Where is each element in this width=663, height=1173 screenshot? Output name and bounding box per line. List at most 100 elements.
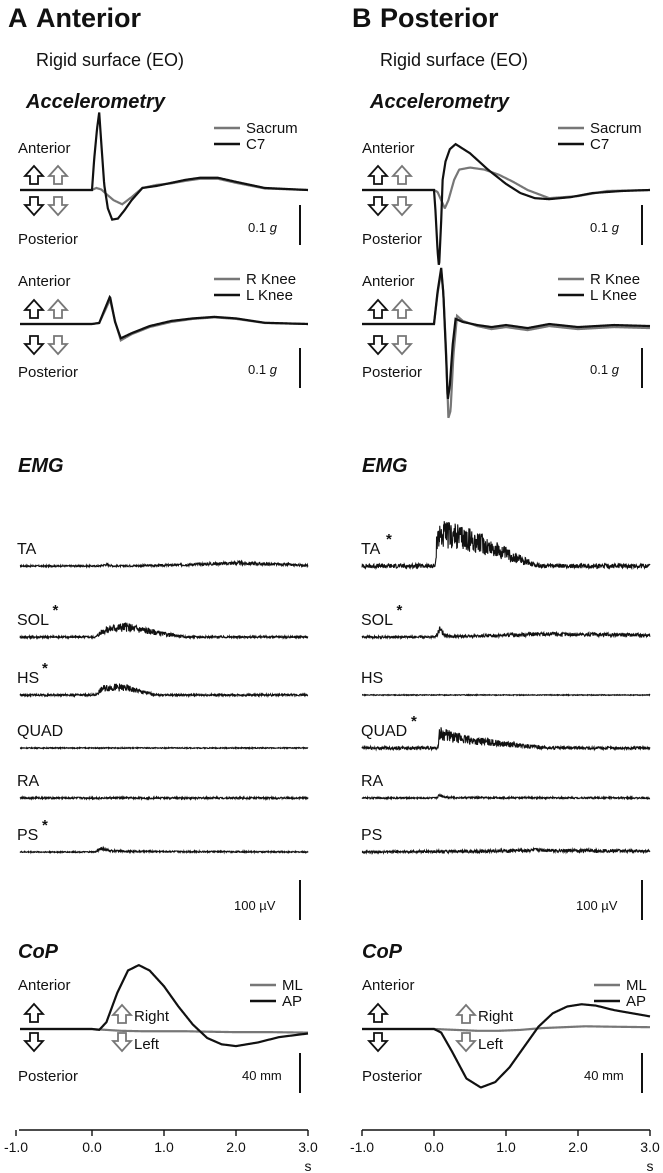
arrow-down-icon — [24, 196, 44, 216]
panel-subtitle: Rigid surface (EO) — [36, 50, 184, 70]
accelerometry-title: Accelerometry — [369, 91, 510, 113]
arrow-down-icon — [368, 196, 388, 216]
direction-up-label: Anterior — [362, 977, 415, 994]
arrow-up-icon — [392, 299, 412, 319]
emg-trace-ta — [361, 521, 651, 571]
trunk-trace-c7 — [20, 112, 309, 221]
time-tick-label: 3.0 — [640, 1139, 660, 1155]
direction-down-label: Posterior — [362, 1068, 422, 1085]
direction-up-label: Anterior — [362, 140, 415, 157]
arrow-up-icon — [456, 1004, 476, 1024]
arrow-up-icon — [24, 165, 44, 185]
direction-down-label: Posterior — [18, 364, 78, 381]
left-label: Left — [134, 1036, 160, 1053]
muscle-label-hs: HS — [17, 670, 39, 687]
muscle-label-quad: QUAD — [17, 723, 63, 740]
arrow-down-icon — [368, 1032, 388, 1052]
accel-scale-label: 0.1 g — [248, 362, 278, 377]
knee-trace-l-knee — [362, 267, 651, 399]
direction-up-label: Anterior — [18, 140, 71, 157]
cop-scale-label: 40 mm — [584, 1068, 624, 1083]
time-tick-label: 0.0 — [82, 1139, 102, 1155]
muscle-label-quad: QUAD — [361, 723, 407, 740]
panel-letter: B — [352, 3, 372, 33]
significance-asterisk: * — [42, 817, 48, 834]
trunk-legend-label: Sacrum — [246, 120, 298, 137]
panel-letter: A — [8, 3, 28, 33]
trunk-trace-c7 — [362, 142, 651, 266]
trunk-legend-label: Sacrum — [590, 120, 642, 137]
cop-legend-label: ML — [282, 977, 303, 994]
emg-trace-sol — [361, 626, 651, 641]
significance-asterisk: * — [386, 531, 392, 548]
direction-down-label: Posterior — [362, 364, 422, 381]
accel-scale-label: 0.1 g — [590, 220, 620, 235]
accel-scale-label: 0.1 g — [248, 220, 278, 235]
muscle-label-ra: RA — [17, 773, 40, 790]
right-label: Right — [478, 1008, 514, 1025]
emg-trace-ps — [361, 846, 651, 855]
emg-title: EMG — [362, 455, 408, 477]
arrow-up-icon — [48, 299, 68, 319]
time-tick-label: 2.0 — [226, 1139, 246, 1155]
muscle-label-ta: TA — [17, 541, 37, 558]
direction-down-label: Posterior — [18, 1068, 78, 1085]
muscle-label-hs: HS — [361, 670, 383, 687]
arrow-up-icon — [368, 165, 388, 185]
left-label: Left — [478, 1036, 504, 1053]
cop-scale-label: 40 mm — [242, 1068, 282, 1083]
arrow-down-icon — [392, 335, 412, 355]
arrow-down-icon — [368, 335, 388, 355]
accel-scale-label: 0.1 g — [590, 362, 620, 377]
cop-legend-label: AP — [282, 993, 302, 1010]
arrow-up-icon — [48, 165, 68, 185]
arrow-down-icon — [24, 335, 44, 355]
emg-trace-sol — [19, 621, 309, 641]
panel-subtitle: Rigid surface (EO) — [380, 50, 528, 70]
arrow-down-icon — [456, 1032, 476, 1052]
arrow-up-icon — [368, 299, 388, 319]
time-tick-label: 0.0 — [424, 1139, 444, 1155]
cop-trace-ap — [362, 1003, 651, 1089]
emg-trace-ps — [19, 845, 309, 855]
time-unit-label: s — [647, 1158, 654, 1173]
trunk-legend-label: C7 — [590, 136, 609, 153]
arrow-down-icon — [392, 196, 412, 216]
panel-title: Posterior — [380, 3, 499, 33]
emg-trace-ta — [19, 559, 309, 569]
time-unit-label: s — [305, 1158, 312, 1173]
emg-scale-label: 100 µV — [234, 898, 276, 913]
arrow-up-icon — [112, 1004, 132, 1024]
muscle-label-ta: TA — [361, 541, 381, 558]
cop-legend-label: ML — [626, 977, 647, 994]
panel-anterior: A Anterior Rigid surface (EO) Accelerometry… — [4, 3, 318, 1173]
emg-trace-quad — [19, 745, 309, 751]
arrow-up-icon — [24, 299, 44, 319]
arrow-up-icon — [368, 1003, 388, 1023]
accelerometry-title: Accelerometry — [25, 91, 166, 113]
knee-trace-l-knee — [20, 294, 309, 340]
knee-legend-label: L Knee — [246, 287, 293, 304]
time-tick-label: 2.0 — [568, 1139, 588, 1155]
emg-trace-hs — [19, 682, 309, 699]
time-tick-label: 3.0 — [298, 1139, 318, 1155]
time-tick-label: -1.0 — [350, 1139, 374, 1155]
knee-legend-label: R Knee — [246, 271, 296, 288]
significance-asterisk: * — [411, 713, 417, 730]
trunk-trace-sacrum — [20, 177, 309, 206]
muscle-label-ps: PS — [361, 827, 382, 844]
knee-legend-label: R Knee — [590, 271, 640, 288]
knee-legend-label: L Knee — [590, 287, 637, 304]
cop-title: CoP — [362, 941, 403, 963]
emg-trace-quad — [361, 727, 651, 752]
emg-trace-ra — [361, 792, 651, 801]
muscle-label-ps: PS — [17, 827, 38, 844]
direction-up-label: Anterior — [18, 977, 71, 994]
cop-title: CoP — [18, 941, 59, 963]
